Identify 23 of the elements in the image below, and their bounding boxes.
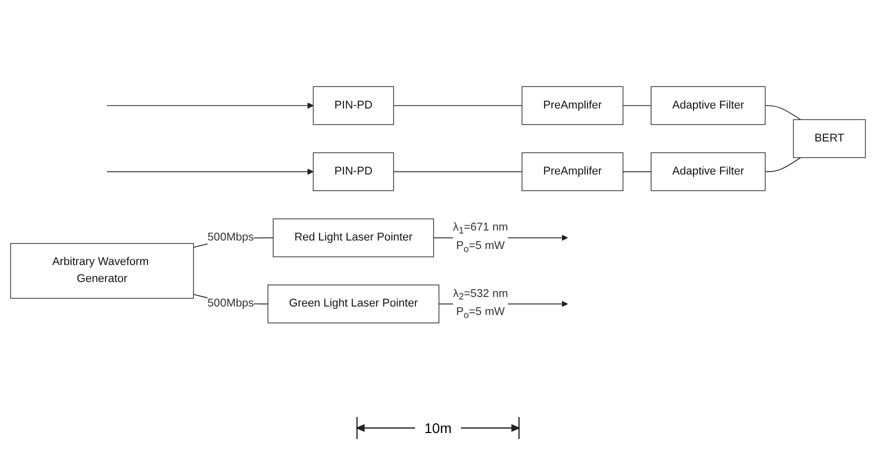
arrow [106, 102, 314, 109]
node-box: Red Light Laser Pointer [272, 218, 434, 258]
node-box: Green Light Laser Pointer [268, 284, 440, 324]
arrow [106, 168, 314, 176]
node-box: PIN-PD [312, 152, 394, 192]
node-label: λ$_{2}$=532 nm [453, 288, 508, 302]
connector [622, 105, 652, 106]
dimension-label: 10m [424, 420, 452, 436]
node-box: PreAmplifer [522, 86, 624, 126]
node-label: λ$_{1}$=671 nm [453, 222, 508, 236]
edge-label: 500Mbps [208, 232, 254, 244]
node-box: Arbitrary Waveform Generator [10, 243, 194, 299]
connector [764, 105, 802, 120]
node-box: PreAmplifer [522, 152, 624, 192]
connector [764, 157, 802, 172]
node-box: BERT [793, 120, 866, 158]
node-box: Adaptive Filter [650, 152, 766, 192]
edge-label: 500Mbps [208, 298, 254, 310]
connector [393, 105, 522, 106]
node-label: P$_{o}$=5 mW [456, 306, 505, 320]
node-box: Adaptive Filter [650, 86, 766, 126]
node-box: PIN-PD [312, 86, 394, 126]
node-label: P$_{o}$=5 mW [456, 240, 505, 254]
